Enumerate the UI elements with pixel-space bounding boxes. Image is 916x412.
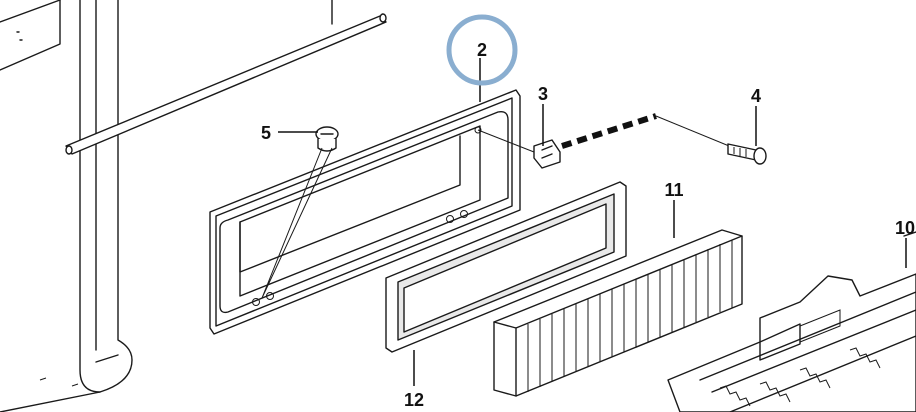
cabinet-side-panel [0,0,333,412]
callout-4-label[interactable]: 4 [751,86,761,106]
part-10-housing [667,231,916,412]
part-5-screw [261,126,339,299]
part-12-gasket [385,181,627,353]
callout-11-label[interactable]: 11 [664,180,683,200]
callout-leaders [278,58,907,386]
part-3-clip [477,113,657,169]
callout-12-label[interactable]: 12 [404,390,424,410]
rod [65,13,387,155]
callout-10-label[interactable]: 10 [895,218,915,238]
part-11-filter [493,229,743,397]
callout-2-highlight-ring [446,14,518,86]
part-4-bolt [655,115,767,165]
part-2-frame [209,89,521,335]
callout-3-label[interactable]: 3 [538,84,548,104]
callout-2-label[interactable]: 2 [477,40,487,60]
callout-5-label[interactable]: 5 [261,123,271,143]
